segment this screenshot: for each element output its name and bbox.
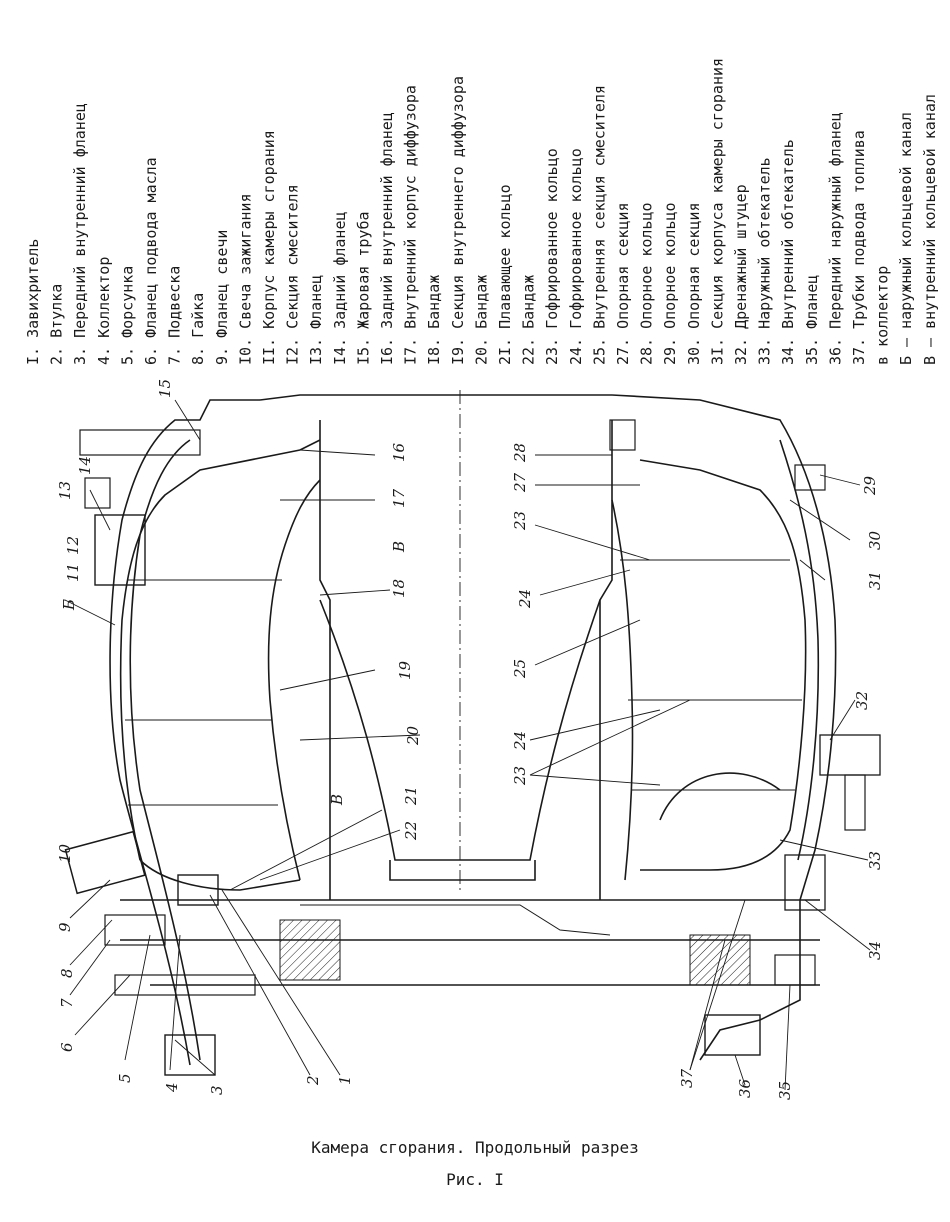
inner-diffuser (299, 390, 613, 900)
callout-9: 9 (56, 922, 74, 932)
callout-23-lower: 23 (511, 766, 529, 786)
callout-1: 1 (336, 1075, 354, 1085)
bottom-structure (120, 899, 820, 986)
callout-22: 22 (402, 821, 420, 841)
callout-37: 37 (678, 1068, 696, 1088)
flame-tube-right (611, 459, 807, 881)
legend-item: 33. Наружный обтекатель (756, 157, 774, 365)
legend-item: Б – наружный кольцевой канал (897, 112, 915, 365)
callout-3: 3 (208, 1085, 226, 1095)
callout-19: 19 (396, 660, 414, 680)
callout-36: 36 (736, 1078, 754, 1098)
legend-item: 24. Гофрированное кольцо (567, 148, 585, 365)
callout-16: 16 (390, 442, 408, 462)
legend-item: I8. Бандаж (425, 275, 443, 365)
callout-27: 27 (511, 472, 529, 493)
legend-item: I2. Секция смесителя (284, 184, 302, 365)
legend-item: I6. Задний внутренний фланец (378, 112, 396, 365)
flame-tube-left (119, 449, 321, 891)
callout-33: 33 (866, 851, 884, 870)
legend-item: 8. Гайка (189, 293, 207, 365)
legend-item: I5. Жаровая труба (354, 211, 372, 365)
callout-4: 4 (163, 1082, 181, 1093)
left-components (64, 429, 256, 1076)
callout-8: 8 (58, 968, 76, 978)
legend-item: 2I. Плавающее кольцо (496, 184, 514, 365)
callout-20: 20 (404, 725, 422, 746)
callout-12: 12 (64, 536, 82, 555)
legend-item: 6. Фланец подвода масла (142, 157, 160, 365)
legend-item: 20. Бандаж (472, 275, 490, 365)
callout-21: 21 (402, 786, 420, 806)
callout-30: 30 (866, 530, 884, 550)
callout-24-lower: 24 (511, 731, 529, 751)
legend-item: 3I. Секция корпуса камеры сгорания (708, 58, 726, 365)
legend-item: 37. Трубки подвода топлива (850, 130, 868, 365)
legend-item: I7. Внутренний корпус диффузора (402, 85, 420, 365)
figure-caption-title: Камера сгорания. Продольный разрез (311, 1138, 639, 1157)
callout-29: 29 (861, 475, 879, 496)
legend-item: I0. Свеча зажигания (236, 193, 254, 365)
legend-item: 7. Подвеска (166, 266, 184, 365)
callout-28: 28 (511, 443, 529, 463)
callout-34: 34 (866, 941, 884, 960)
figure-caption-number: Рис. I (446, 1170, 504, 1189)
legend-item: I4. Задний фланец (331, 211, 349, 365)
legend-item: I9. Секция внутреннего диффузора (449, 76, 467, 365)
callout-V-channel-lower: В (328, 794, 346, 806)
callout-7: 7 (58, 998, 76, 1008)
callout-5: 5 (116, 1073, 134, 1083)
legend-item: I3. Фланец (307, 275, 325, 365)
legend-item: 30. Опорная секция (685, 202, 703, 365)
legend-item: II. Корпус камеры сгорания (260, 130, 278, 365)
legend-item: В – внутренний кольцевой канал (921, 94, 939, 365)
legend-item: 36. Передний наружный фланец (826, 112, 844, 365)
callouts: 1 2 3 4 5 6 7 8 9 10 11 12 13 14 15 16 1… (56, 379, 884, 1100)
callout-25: 25 (511, 659, 529, 679)
callout-23-upper: 23 (511, 511, 529, 531)
legend-item: 35. Фланец (803, 275, 821, 365)
legend-item: в коллектор (874, 266, 892, 365)
legend-item: 4. Коллектор (95, 257, 113, 365)
callout-11: 11 (64, 563, 82, 582)
legend-item: 2. Втулка (48, 284, 66, 365)
legend-item: 23. Гофрированное кольцо (543, 148, 561, 365)
legend-item: 22. Бандаж (520, 275, 538, 365)
legend-item: 32. Дренажный штуцер (732, 184, 750, 365)
callout-10: 10 (56, 843, 74, 863)
right-components (609, 419, 881, 1056)
callout-32: 32 (853, 691, 871, 710)
callout-2: 2 (304, 1075, 322, 1086)
callout-24-upper: 24 (516, 589, 534, 609)
callout-35: 35 (776, 1081, 794, 1100)
callout-31: 31 (866, 571, 884, 590)
legend-item: 28. Опорное кольцо (638, 202, 656, 365)
legend-item: 9. Фланец свечи (213, 230, 231, 365)
leader-lines (64, 399, 871, 1091)
callout-18: 18 (390, 579, 408, 598)
parts-legend: I. Завихритель 2. Втулка 3. Передний внутр… (24, 58, 939, 365)
callout-15: 15 (156, 379, 174, 398)
legend-item: 3. Передний внутренний фланец (71, 103, 89, 365)
outer-casing-left (109, 394, 612, 1066)
legend-item: 25. Внутренняя секция смесителя (590, 85, 608, 365)
legend-item: 34. Внутренний обтекатель (779, 139, 797, 365)
callout-6: 6 (58, 1042, 76, 1052)
callout-V-channel-upper: В (390, 541, 408, 553)
legend-item: 27. Опорная секция (614, 202, 632, 365)
legend-item: I. Завихритель (24, 239, 42, 365)
callout-13: 13 (56, 481, 74, 500)
callout-14: 14 (76, 456, 94, 475)
legend-item: 5. Форсунка (118, 266, 136, 365)
legend-item: 29. Опорное кольцо (661, 202, 679, 365)
callout-B-channel: Б (60, 599, 78, 611)
callout-17: 17 (390, 488, 408, 508)
